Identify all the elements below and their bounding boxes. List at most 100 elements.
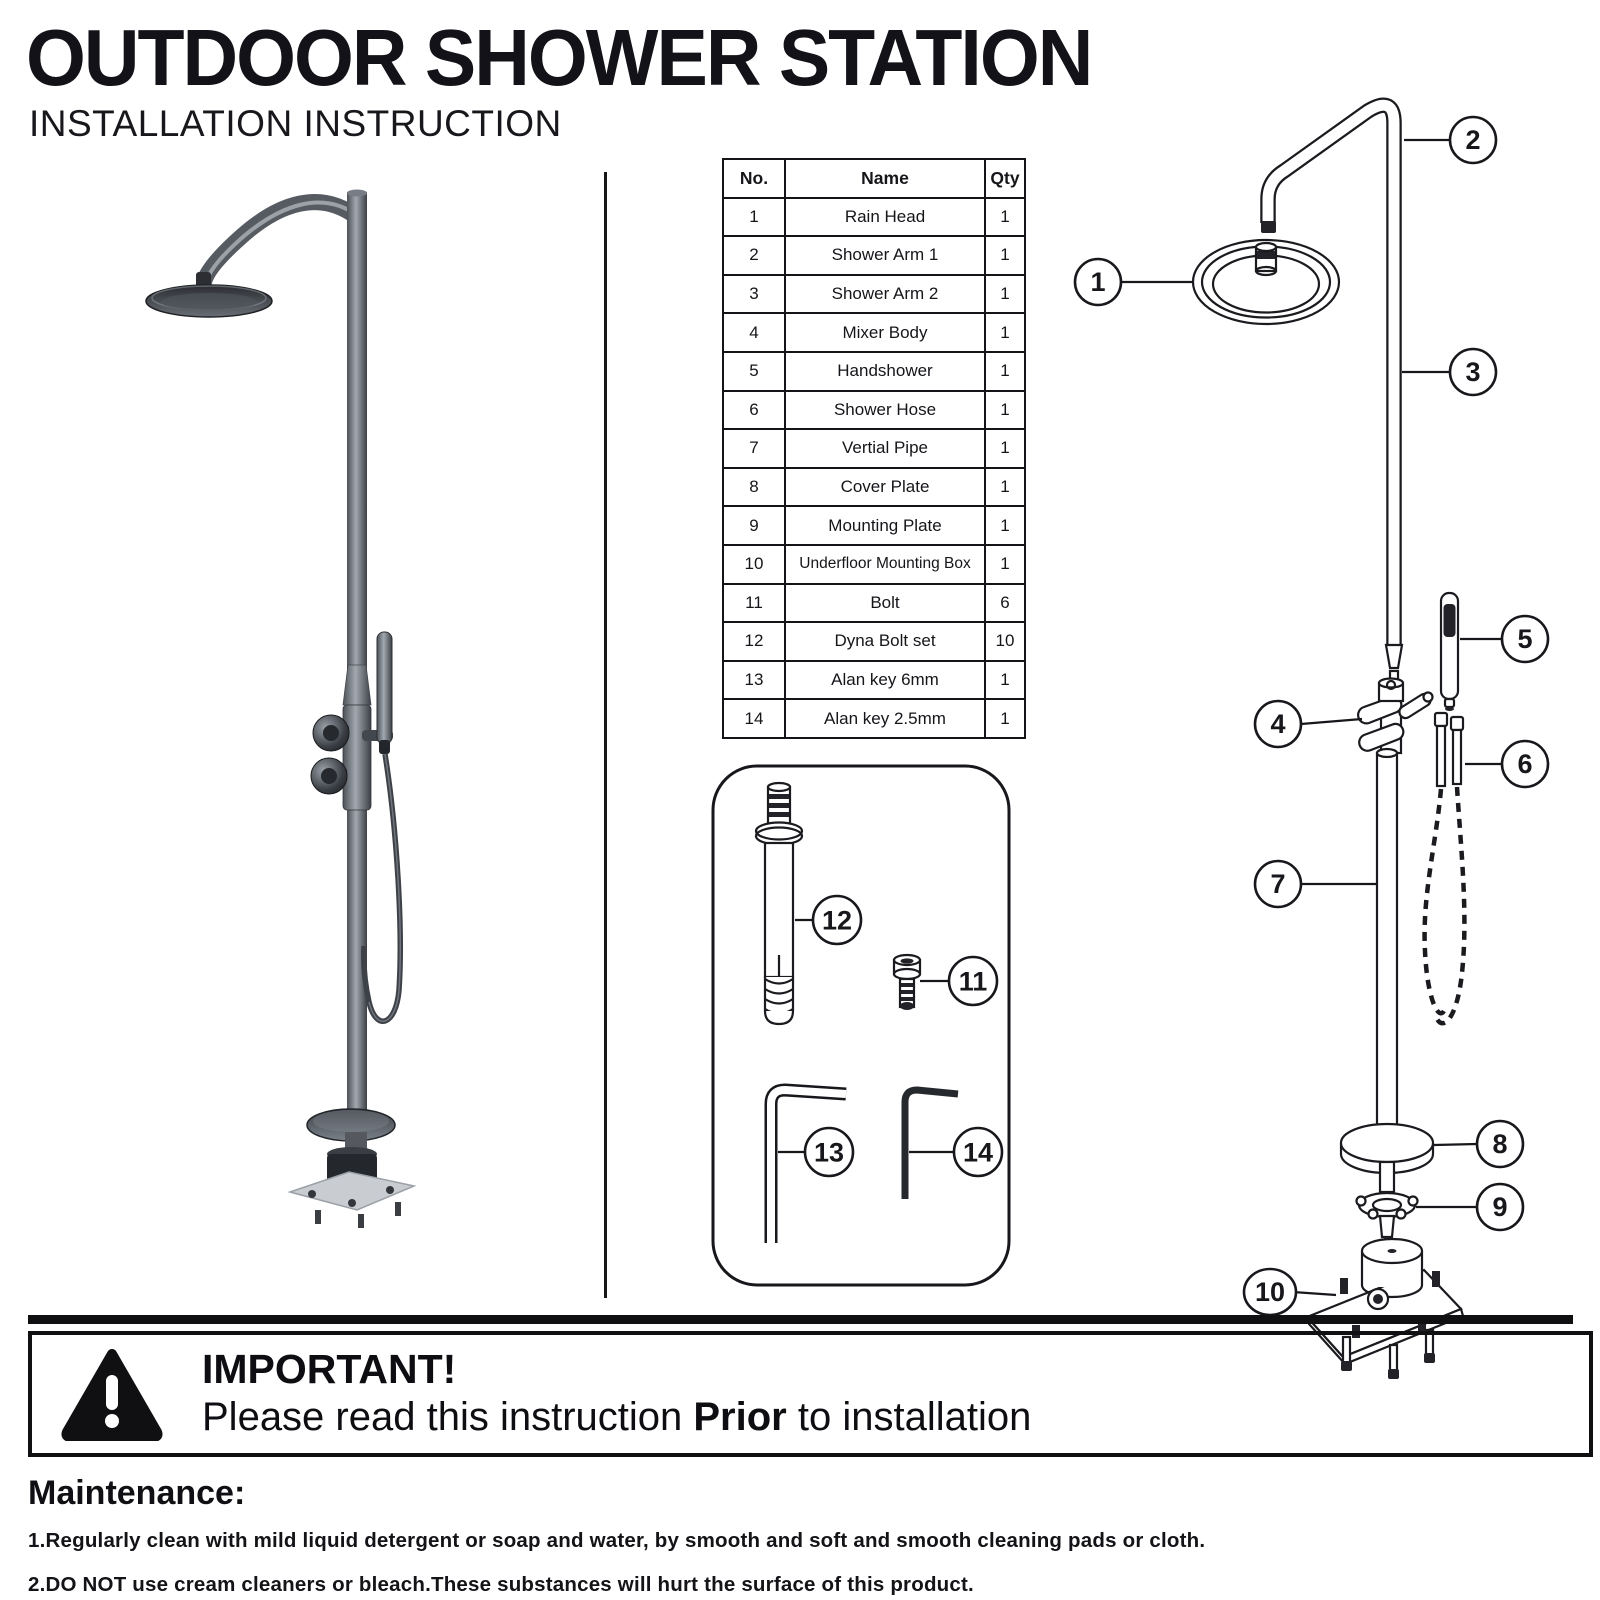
photo-valve-knob-2-hub <box>321 768 337 784</box>
callout-1-label: 1 <box>1090 267 1105 297</box>
photo-base-plate <box>287 1171 417 1211</box>
part-no: 9 <box>722 505 786 546</box>
col-header-no: No. <box>722 158 786 199</box>
handshower-drawing <box>1439 591 1460 711</box>
col-header-name: Name <box>784 158 986 199</box>
part-no: 5 <box>722 350 786 392</box>
exploded-diagram: 1 2 3 4 5 6 7 8 9 10 <box>1073 97 1550 1379</box>
mixer-body-drawing <box>1357 677 1434 755</box>
part-qty: 1 <box>984 698 1026 739</box>
photo-spout <box>196 272 211 288</box>
part-qty: 1 <box>984 505 1026 546</box>
callout-12 <box>811 894 863 946</box>
part-name: Rain Head <box>784 196 986 238</box>
bolt-drawing <box>892 953 922 1010</box>
photo-cover-plate-sheen <box>313 1110 389 1132</box>
part-qty: 10 <box>984 621 1026 662</box>
part-name: Alan key 6mm <box>784 659 986 701</box>
part-qty: 1 <box>984 235 1026 276</box>
vertical-pipe-drawing <box>1375 747 1399 1129</box>
photo-handshower-tip <box>379 740 390 754</box>
page-title: OUTDOOR SHOWER STATION <box>26 13 1093 103</box>
part-name: Shower Hose <box>784 389 986 431</box>
part-name: Dyna Bolt set <box>784 621 986 662</box>
part-qty: 1 <box>984 466 1026 508</box>
photo-plate-bolt <box>386 1186 394 1194</box>
photo-mixer-body <box>342 704 372 811</box>
tools-box-illustration: 12 11 13 14 <box>711 764 1011 1287</box>
part-no: 6 <box>722 389 786 431</box>
callout-8-label: 8 <box>1492 1129 1507 1159</box>
photo-stud <box>395 1202 401 1216</box>
maintenance-item: 2.DO NOT use cream cleaners or bleach.Th… <box>28 1573 974 1596</box>
callout-12-label: 12 <box>822 906 852 936</box>
callout-8 <box>1475 1119 1525 1169</box>
callout-14-label: 14 <box>963 1138 993 1168</box>
callout-13-label: 13 <box>814 1138 844 1168</box>
callout-3-label: 3 <box>1465 357 1480 387</box>
part-name: Cover Plate <box>784 466 986 508</box>
callout-4-label: 4 <box>1270 709 1285 739</box>
part-name: Handshower <box>784 350 986 392</box>
callout-2-label: 2 <box>1465 125 1480 155</box>
photo-stud <box>315 1210 321 1224</box>
part-qty: 1 <box>984 389 1026 431</box>
shower-hose-drawing <box>1422 711 1467 1026</box>
cover-plate-drawing <box>1339 1122 1435 1194</box>
photo-handshower <box>376 631 393 745</box>
alan-key-2-5mm-drawing <box>901 1086 959 1199</box>
dyna-bolt-drawing <box>754 781 804 1026</box>
part-no: 4 <box>722 312 786 353</box>
callout-3 <box>1448 347 1498 397</box>
callout-2 <box>1448 115 1498 165</box>
warning-heading: IMPORTANT! <box>202 1346 457 1393</box>
maintenance-item: 1.Regularly clean with mild liquid deter… <box>28 1529 1206 1552</box>
callout-7-label: 7 <box>1270 869 1285 899</box>
warning-line-bold: Prior <box>693 1394 787 1439</box>
part-name: Shower Arm 1 <box>784 235 986 276</box>
callout-11-label: 11 <box>959 967 988 997</box>
warning-text-block: IMPORTANT! Please read this instruction … <box>202 1347 1031 1440</box>
part-no: 11 <box>722 582 786 624</box>
part-name: Bolt <box>784 582 986 624</box>
photo-arm-highlight <box>205 200 360 281</box>
horizontal-rule <box>28 1315 1573 1324</box>
photo-shower-arm <box>196 194 366 290</box>
table-header-row: No. Name Qty <box>722 158 1026 199</box>
part-name: Mounting Plate <box>784 505 986 546</box>
part-no: 14 <box>722 698 786 739</box>
photo-pole-cap <box>347 189 367 197</box>
part-no: 1 <box>722 196 786 238</box>
part-no: 7 <box>722 428 786 469</box>
photo-mixer-taper <box>342 664 372 706</box>
part-no: 10 <box>722 543 786 585</box>
photo-pole <box>347 192 367 1112</box>
photo-hose-highlight <box>368 753 401 1022</box>
part-no: 8 <box>722 466 786 508</box>
warning-line-suffix: to installation <box>786 1394 1032 1439</box>
photo-stud <box>358 1214 364 1228</box>
part-name: Underfloor Mounting Box <box>784 543 986 585</box>
callout-9-label: 9 <box>1492 1192 1507 1222</box>
part-qty: 1 <box>984 312 1026 353</box>
product-photo <box>145 189 417 1228</box>
callout-5-label: 5 <box>1517 624 1532 654</box>
important-notice-box: IMPORTANT! Please read this instruction … <box>28 1331 1593 1457</box>
part-name: Vertial Pipe <box>784 428 986 469</box>
photo-plate-bolt <box>308 1190 316 1198</box>
part-no: 12 <box>722 621 786 662</box>
photo-valve-knob-1-hub <box>323 725 339 741</box>
callout-9 <box>1475 1182 1525 1232</box>
